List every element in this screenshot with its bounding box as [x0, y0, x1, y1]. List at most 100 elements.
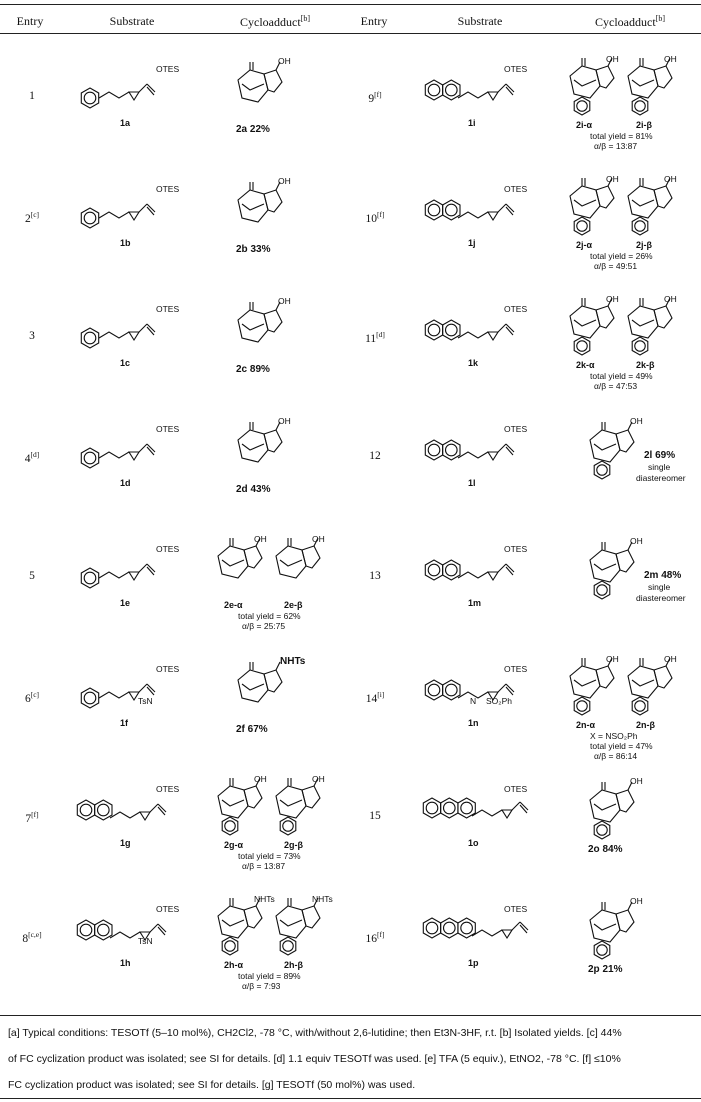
substrate-structure	[422, 797, 529, 820]
product-structure	[217, 897, 263, 956]
yield-value: 67%	[247, 724, 268, 735]
vinyl-bond	[157, 803, 167, 813]
aromatic-circle	[634, 340, 646, 352]
cyclopentane-ring	[301, 545, 321, 569]
product-beta-label: 2h-β	[284, 960, 303, 970]
benzene-ring	[94, 799, 113, 821]
enol-bond	[138, 83, 148, 93]
product-structure	[275, 777, 321, 836]
hydroxyl-label: OH	[254, 534, 267, 544]
otes-label: OTES	[504, 664, 528, 674]
bridge	[241, 203, 265, 211]
epoxide-ring	[501, 809, 513, 820]
vinyl-bond-2	[146, 86, 155, 96]
substrate-structure	[424, 319, 515, 342]
product-beta-label: 2g-β	[284, 840, 303, 850]
product-structure	[569, 177, 615, 236]
bicyclic-core	[627, 665, 659, 699]
substrate-structure	[76, 799, 167, 822]
vinyl-bond	[146, 563, 156, 573]
oh-bond	[275, 421, 281, 431]
oh-bond	[607, 297, 613, 307]
benzene-ring	[221, 816, 239, 836]
entry-footnote-ref: [f]	[31, 810, 39, 819]
benzene-ring	[631, 96, 649, 116]
bridge	[221, 559, 245, 567]
product-structure	[627, 657, 673, 716]
epoxide-ring	[139, 811, 151, 822]
hydroxyl-label: NHTs	[312, 894, 333, 904]
entry-number: 13	[355, 570, 395, 582]
vinyl-bond-2	[519, 924, 528, 934]
product-structure	[237, 661, 283, 703]
vinyl-bond-2	[505, 326, 514, 336]
entry-footnote-ref: [c]	[30, 210, 40, 219]
cyclopentane-ring	[263, 429, 283, 453]
entry-footnote-ref: [f]	[374, 90, 382, 99]
total-yield: total yield = 26%	[590, 251, 653, 261]
benzene-ring	[593, 940, 611, 960]
bridge	[279, 919, 303, 927]
bridge	[241, 443, 265, 451]
product-yield: 2f 67%	[236, 724, 268, 735]
bicyclic-core	[275, 905, 307, 939]
substrate-label: 1l	[468, 478, 476, 488]
product-structure	[569, 297, 615, 356]
benzene-ring	[593, 460, 611, 480]
bridge	[221, 919, 245, 927]
epoxide-ring	[487, 91, 499, 102]
substrate-structure	[424, 679, 515, 702]
epoxide-ring	[139, 931, 151, 942]
enol-bond	[149, 803, 159, 813]
cyclopentane-ring	[595, 185, 615, 209]
entry-number: 7[f]	[12, 810, 52, 825]
substrate-label: 1p	[468, 958, 479, 968]
otes-label: OTES	[156, 784, 180, 794]
header-substrate-right: Substrate	[457, 14, 503, 28]
product-alpha-label: 2g-α	[224, 840, 244, 850]
otes-label: OTES	[156, 424, 180, 434]
substrate-label: 1f	[120, 718, 129, 728]
total-yield: total yield = 81%	[590, 131, 653, 141]
entry-value: 12	[369, 450, 381, 462]
entry-value: 5	[29, 570, 35, 582]
oh-bond	[665, 297, 671, 307]
aromatic-circle	[444, 203, 458, 217]
oh-bond	[665, 657, 671, 667]
vinyl-bond	[146, 683, 156, 693]
selectivity-note: single	[648, 462, 671, 472]
bicyclic-core	[275, 545, 307, 579]
entry-number: 6[c]	[12, 690, 52, 705]
oh-bond	[627, 781, 633, 791]
vinyl-bond-2	[505, 686, 514, 696]
cyclopentane-ring	[653, 305, 673, 329]
enol-bond	[497, 443, 507, 453]
vinyl-bond-2	[146, 446, 155, 456]
vinyl-bond-2	[146, 566, 155, 576]
enol-bond	[511, 801, 521, 811]
aromatic-circle	[427, 323, 441, 337]
hydroxyl-label: NHTs	[254, 894, 275, 904]
aromatic-circle	[96, 923, 110, 937]
substrate-label: 1g	[120, 838, 131, 848]
entry-number: 8[c,e]	[12, 930, 52, 945]
cyclopentane-ring	[263, 669, 283, 693]
entry-value: 15	[369, 810, 381, 822]
entry-footnote-ref: [f]	[377, 930, 385, 939]
otes-label: OTES	[504, 904, 528, 914]
benzene-ring	[442, 319, 461, 341]
alkyl-chain	[471, 809, 503, 817]
aromatic-circle	[444, 323, 458, 337]
benzene-ring	[593, 820, 611, 840]
aromatic-circle	[634, 100, 646, 112]
vinyl-bond	[505, 443, 515, 453]
otes-label: OTES	[156, 544, 180, 554]
entry-value: 3	[29, 330, 35, 342]
aromatic-circle	[596, 464, 608, 476]
entry-number: 12	[355, 450, 395, 462]
substrate-structure	[422, 917, 529, 940]
enol-bond	[497, 83, 507, 93]
hydroxyl-label: OH	[630, 536, 643, 546]
benzene-ring	[573, 216, 591, 236]
aromatic-circle	[576, 220, 588, 232]
